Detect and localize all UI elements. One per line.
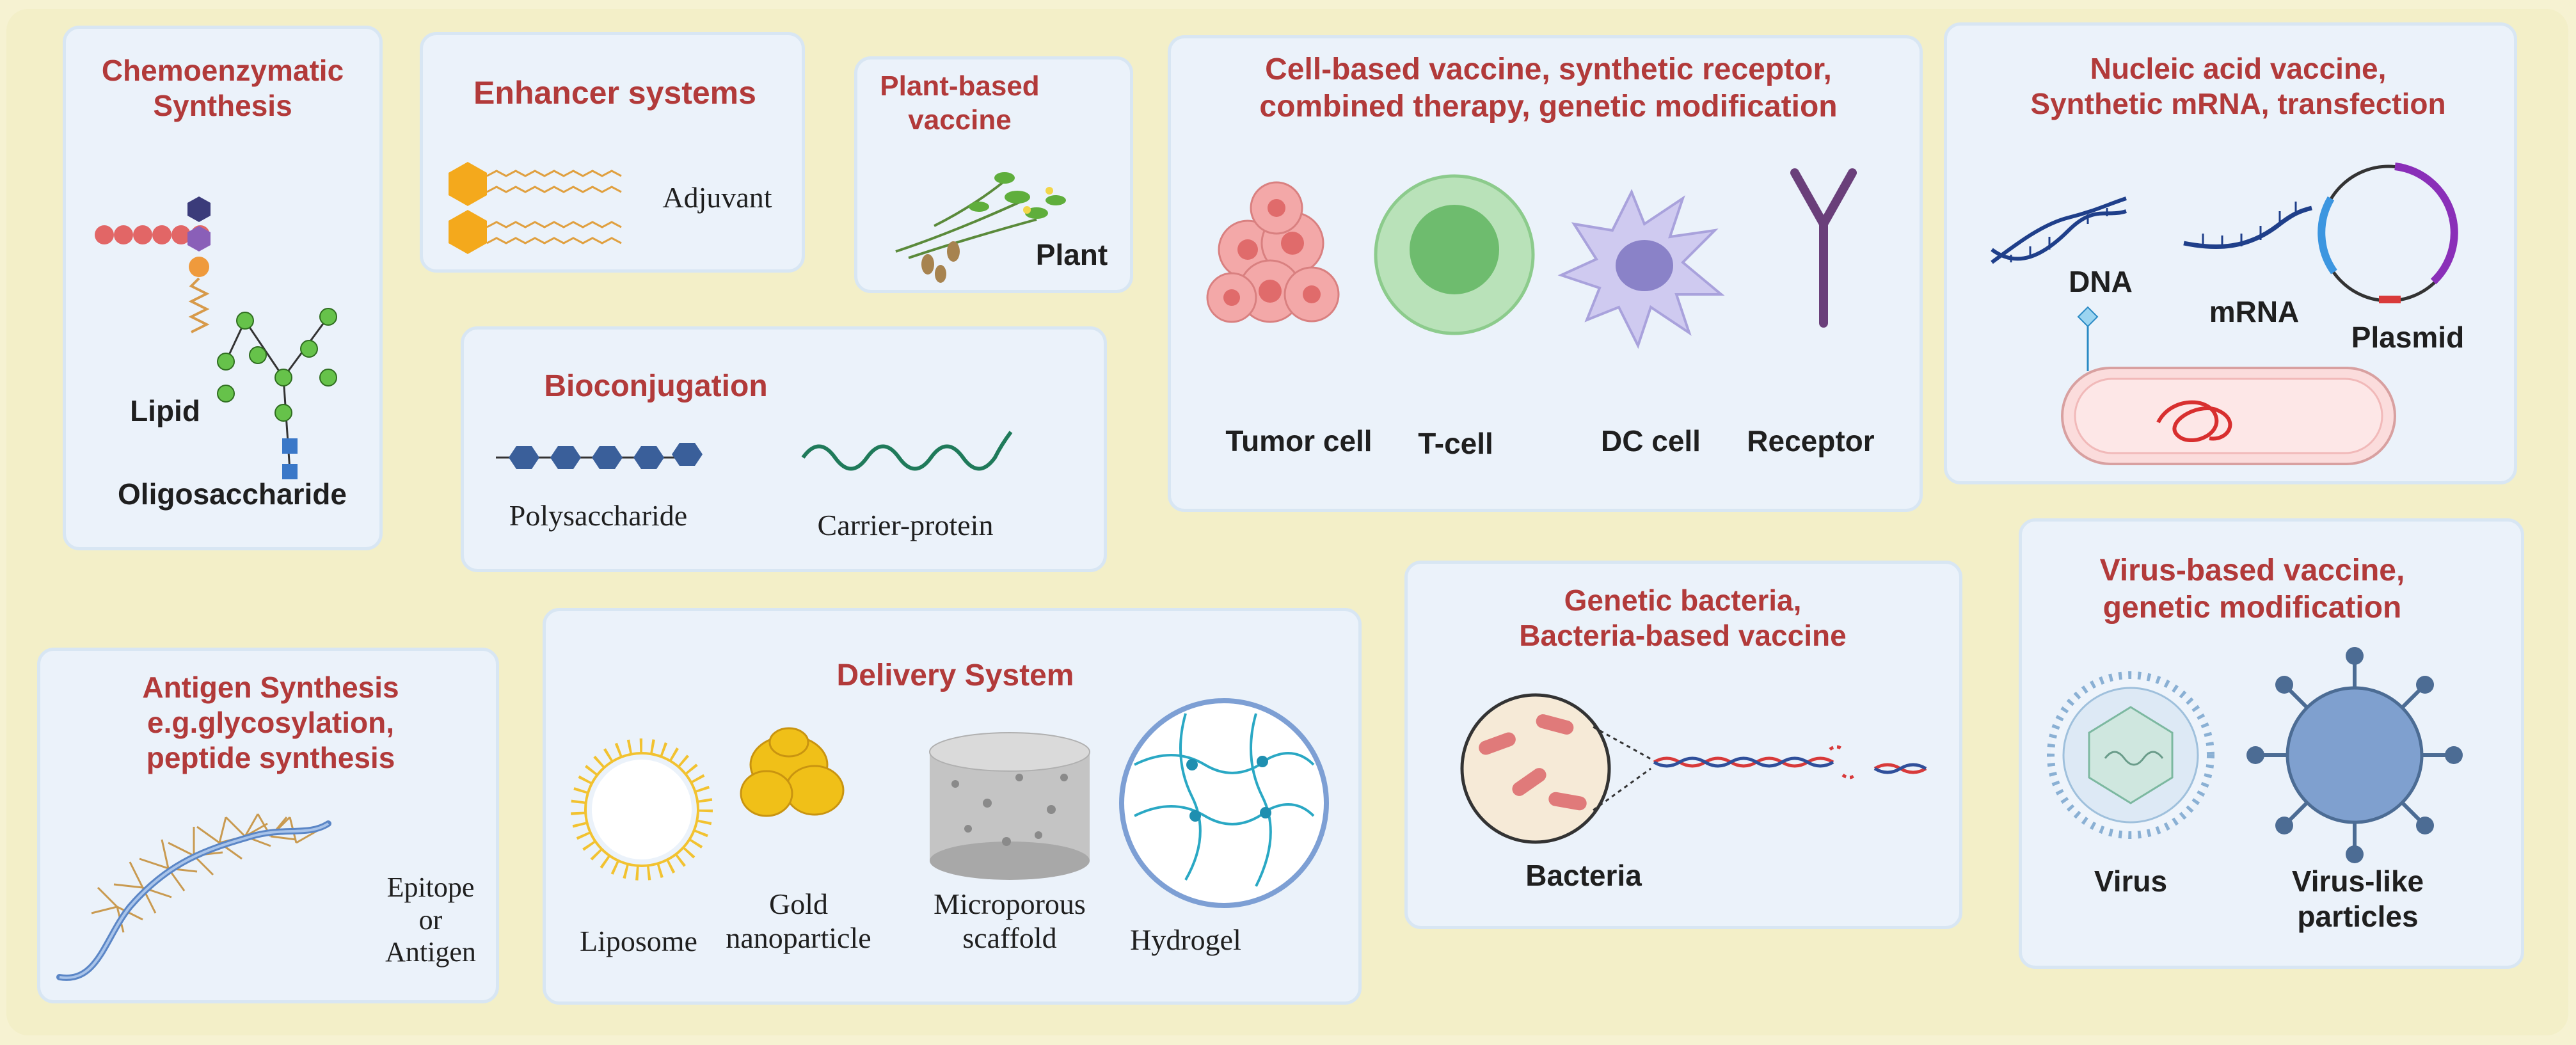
dc-cell-icon bbox=[1557, 189, 1725, 349]
label-mrna: mRNA bbox=[2209, 295, 2300, 328]
transfection-icon bbox=[2061, 306, 2396, 465]
panel-title: Delivery System bbox=[836, 658, 1074, 692]
label-adjuvant: Adjuvant bbox=[662, 181, 772, 214]
panel-enhancer: Enhancer systems Adjuvant bbox=[420, 32, 805, 273]
label-dna: DNA bbox=[2069, 265, 2133, 298]
bacteria-icon bbox=[1460, 693, 1927, 844]
label-virus: Virus bbox=[2094, 865, 2168, 898]
panel-title: Plant-based vaccine bbox=[880, 70, 1040, 136]
panel-title: Antigen Synthesis e.g.glycosylation, pep… bbox=[142, 671, 399, 775]
label-plant: Plant bbox=[1035, 238, 1108, 271]
panel-title: Cell-based vaccine, synthetic receptor, … bbox=[1259, 52, 1838, 124]
panel-delivery-system: Delivery System Liposome Gold nanopartic… bbox=[543, 608, 1362, 1005]
label-dc-cell: DC cell bbox=[1601, 424, 1701, 458]
t-cell-icon bbox=[1374, 174, 1535, 335]
label-bacteria: Bacteria bbox=[1525, 859, 1642, 892]
label-liposome: Liposome bbox=[580, 925, 697, 957]
panel-cell-based: Cell-based vaccine, synthetic receptor, … bbox=[1168, 35, 1923, 512]
label-lipid: Lipid bbox=[130, 394, 200, 427]
tumor-cell-icon bbox=[1206, 181, 1340, 323]
microporous-scaffold-icon bbox=[929, 732, 1090, 880]
label-virus-like-particles: Virus-like particles bbox=[2291, 865, 2424, 934]
label-carrier-protein: Carrier-protein bbox=[817, 509, 994, 541]
epitope-icon bbox=[56, 813, 331, 981]
glycolipid-icon bbox=[95, 196, 337, 479]
label-microporous-scaffold: Microporous scaffold bbox=[934, 888, 1086, 954]
plant-icon bbox=[895, 172, 1066, 283]
panel-antigen-synthesis: Antigen Synthesis e.g.glycosylation, pep… bbox=[37, 648, 499, 1003]
liposome-icon bbox=[571, 738, 713, 881]
label-epitope-or-antigen: Epitope or Antigen bbox=[385, 872, 476, 968]
panel-title: Chemoenzymatic Synthesis bbox=[101, 54, 344, 123]
gold-nanoparticle-icon bbox=[740, 727, 845, 817]
carrier-protein-icon bbox=[801, 431, 1013, 471]
panel-chemoenzymatic: Chemoenzymatic Synthesis Lipid Oligosacc… bbox=[63, 26, 383, 550]
virus-like-particle-icon bbox=[2246, 647, 2463, 863]
dna-icon bbox=[1991, 196, 2127, 264]
label-polysaccharide: Polysaccharide bbox=[509, 499, 688, 532]
panel-title: Virus-based vaccine, genetic modificatio… bbox=[2099, 554, 2405, 625]
plasmid-icon bbox=[2318, 163, 2458, 303]
panel-plant: Plant-based vaccine Plant bbox=[854, 56, 1133, 293]
polysaccharide-icon bbox=[496, 443, 703, 469]
label-t-cell: T-cell bbox=[1418, 427, 1493, 460]
mrna-icon bbox=[2183, 202, 2312, 250]
hydrogel-icon bbox=[1119, 698, 1329, 908]
label-receptor: Receptor bbox=[1747, 424, 1875, 458]
panel-virus-based: Virus-based vaccine, genetic modificatio… bbox=[2019, 518, 2524, 969]
panel-genetic-bacteria: Genetic bacteria, Bacteria-based vaccine… bbox=[1404, 561, 1962, 929]
label-hydrogel: Hydrogel bbox=[1130, 923, 1241, 956]
panel-title: Genetic bacteria, Bacteria-based vaccine bbox=[1519, 584, 1847, 653]
panel-nucleic-acid: Nucleic acid vaccine, Synthetic mRNA, tr… bbox=[1944, 22, 2517, 484]
label-gold-nanoparticle: Gold nanoparticle bbox=[726, 888, 871, 954]
adjuvant-icon bbox=[449, 162, 622, 254]
label-tumor-cell: Tumor cell bbox=[1225, 424, 1372, 458]
label-plasmid: Plasmid bbox=[2351, 321, 2465, 354]
label-oligosaccharide: Oligosaccharide bbox=[118, 477, 347, 511]
panel-title: Nucleic acid vaccine, Synthetic mRNA, tr… bbox=[2030, 52, 2446, 121]
virus-icon bbox=[2047, 671, 2214, 839]
receptor-icon bbox=[1790, 168, 1857, 328]
panel-title: Bioconjugation bbox=[544, 369, 768, 403]
panel-bioconjugation: Bioconjugation Polysaccharide Carrier-pr… bbox=[461, 326, 1107, 572]
panel-title: Enhancer systems bbox=[473, 75, 756, 111]
